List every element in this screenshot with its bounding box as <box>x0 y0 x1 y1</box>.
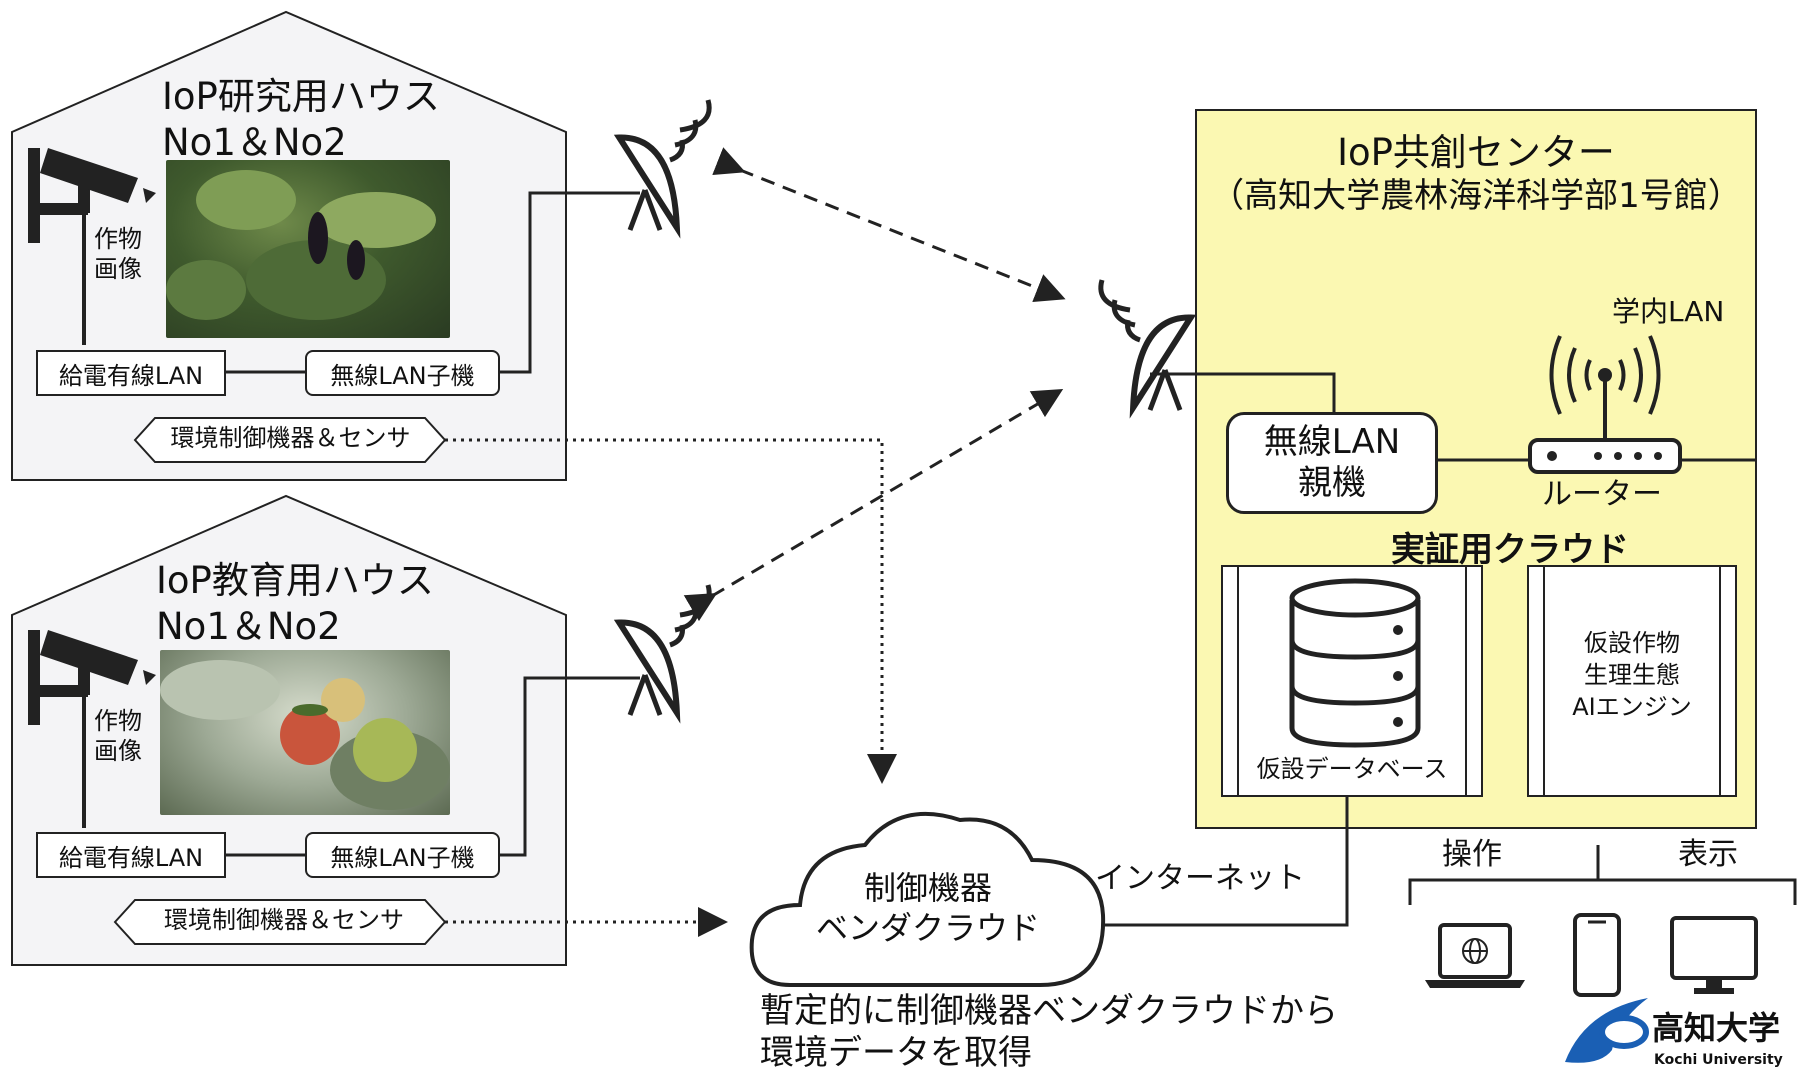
house-1-crop-image-label-1: 作物 <box>94 225 142 253</box>
house-1-power-lan-box: 給電有線LAN <box>36 350 226 396</box>
crop-photo-eggplant <box>166 160 450 338</box>
satellite-dish-icon <box>1098 279 1197 419</box>
note-line2: 環境データを取得 <box>760 1033 1032 1073</box>
house-2-env-control-label: 環境制御機器＆センサ <box>164 906 404 934</box>
database-icon <box>1289 578 1421 748</box>
house-2-wireless-client-box: 無線LAN子機 <box>305 832 500 878</box>
wireless-parent-line2: 親機 <box>1298 463 1366 503</box>
ai-engine-line3: AIエンジン <box>1572 693 1692 721</box>
router-label: ルーター <box>1542 477 1662 512</box>
camera-icon <box>28 148 156 243</box>
camera-icon <box>28 630 156 725</box>
house-1-wireless-client-box: 無線LAN子機 <box>305 350 500 396</box>
house-2-crop-image-label-1: 作物 <box>94 707 142 735</box>
house-1-title-line2: No1＆No2 <box>162 121 347 164</box>
operate-label: 操作 <box>1442 837 1502 872</box>
center-title-line2: （高知大学農林海洋科学部1号館） <box>1210 176 1742 216</box>
database-label: 仮設データベース <box>1256 755 1448 783</box>
vendor-cloud-line2: ベンダクラウド <box>815 909 1040 947</box>
house-2-power-lan-box: 給電有線LAN <box>36 832 226 878</box>
monitor-icon <box>1670 916 1758 994</box>
cloud-icon <box>749 811 1106 987</box>
house-2-title-line2: No1＆No2 <box>156 605 341 648</box>
logo-name: 高知大学 <box>1652 1009 1781 1047</box>
house-1-title-line1: IoP研究用ハウス <box>162 75 440 118</box>
house-1-crop-image-label-2: 画像 <box>94 255 142 283</box>
ai-engine-panel <box>1527 565 1737 797</box>
display-label: 表示 <box>1678 837 1738 872</box>
vendor-cloud-line1: 制御機器 <box>863 869 992 907</box>
logo-sub: Kochi University <box>1654 1052 1783 1068</box>
smartphone-icon <box>1573 913 1621 997</box>
satellite-dish-icon <box>613 584 712 724</box>
wifi-router-icon <box>1528 335 1682 474</box>
note-line1: 暫定的に制御機器ベンダクラウドから <box>760 991 1338 1031</box>
university-logo <box>1565 998 1649 1063</box>
laptop-icon <box>1425 923 1525 988</box>
cloud-title: 実証用クラウド <box>1391 530 1629 570</box>
ai-engine-line2: 生理生態 <box>1584 661 1680 689</box>
campus-lan-label: 学内LAN <box>1612 295 1725 328</box>
crop-photo-tomato <box>160 650 450 815</box>
wireless-parent-line1: 無線LAN <box>1263 422 1401 463</box>
house-1-env-control-label: 環境制御機器＆センサ <box>170 424 411 452</box>
internet-label: インターネット <box>1095 861 1305 896</box>
house-2-title-line1: IoP教育用ハウス <box>156 559 434 602</box>
center-title-line1: IoP共創センター <box>1337 131 1615 174</box>
wireless-parent-box: 無線LAN 親機 <box>1226 412 1438 514</box>
ai-engine-line1: 仮設作物 <box>1584 629 1680 657</box>
house-2-crop-image-label-2: 画像 <box>94 737 142 765</box>
satellite-dish-icon <box>613 99 712 239</box>
